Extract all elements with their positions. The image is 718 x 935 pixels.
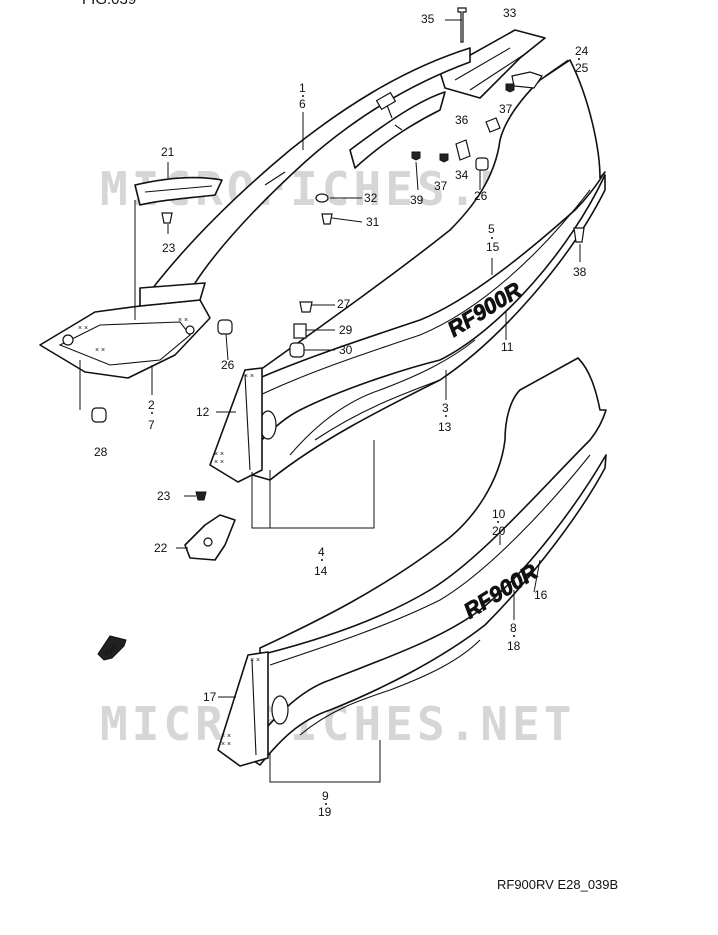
callout-28: 28 bbox=[94, 445, 108, 459]
svg-text:× ×: × × bbox=[95, 347, 105, 354]
callout-12: 12 bbox=[196, 405, 210, 419]
pair-dots bbox=[151, 58, 580, 805]
callout-5: 5 bbox=[488, 222, 495, 236]
diagram-code: RF900RV E28_039B bbox=[497, 877, 618, 892]
callout-1: 1 bbox=[299, 81, 306, 95]
callout-13: 13 bbox=[438, 420, 452, 434]
hardware-parts bbox=[91, 7, 585, 501]
callout-33: 33 bbox=[503, 6, 517, 20]
bracket-part-22 bbox=[184, 514, 236, 561]
svg-text:× ×: × × bbox=[214, 459, 224, 466]
callout-26b: 26 bbox=[221, 358, 235, 372]
callout-2: 2 bbox=[148, 398, 155, 412]
callout-37b: 37 bbox=[434, 179, 448, 193]
callout-20: 20 bbox=[492, 524, 506, 538]
svg-text:× ×: × × bbox=[78, 325, 88, 332]
callout-23a: 23 bbox=[162, 241, 176, 255]
svg-text:× ×: × × bbox=[221, 741, 231, 748]
callout-27: 27 bbox=[337, 297, 351, 311]
callout-21: 21 bbox=[161, 145, 175, 159]
callout-11: 11 bbox=[501, 340, 514, 354]
callout-36: 36 bbox=[455, 113, 469, 127]
leader-lines bbox=[79, 19, 581, 783]
callout-23b: 23 bbox=[157, 489, 171, 503]
figure-header: FIG.039 bbox=[82, 0, 136, 8]
frame-cover-part-1-6 bbox=[139, 47, 471, 306]
callout-37a: 37 bbox=[499, 102, 513, 116]
callout-8: 8 bbox=[510, 621, 517, 635]
callout-34: 34 bbox=[455, 168, 469, 182]
callout-15: 15 bbox=[486, 240, 500, 254]
callout-14: 14 bbox=[314, 564, 328, 578]
tail-cowl-top-part-33 bbox=[439, 29, 546, 99]
svg-text:× ×: × × bbox=[214, 451, 224, 458]
callout-7: 7 bbox=[148, 418, 155, 432]
callout-39: 39 bbox=[410, 193, 424, 207]
small-cover-part-21 bbox=[134, 176, 223, 206]
callout-22: 22 bbox=[154, 541, 168, 555]
callout-31: 31 bbox=[366, 215, 380, 229]
callout-38: 38 bbox=[573, 265, 587, 279]
svg-text:× ×: × × bbox=[221, 733, 231, 740]
callout-25: 25 bbox=[575, 61, 589, 75]
callout-32: 32 bbox=[364, 191, 378, 205]
svg-text:× ×: × × bbox=[178, 317, 188, 324]
svg-text:× ×: × × bbox=[250, 657, 260, 664]
svg-text:× ×: × × bbox=[244, 373, 254, 380]
callout-10: 10 bbox=[492, 507, 506, 521]
callout-35: 35 bbox=[421, 12, 435, 26]
callout-26a: 26 bbox=[474, 189, 488, 203]
callout-19: 19 bbox=[318, 805, 332, 819]
callout-24: 24 bbox=[575, 44, 589, 58]
callout-30: 30 bbox=[339, 343, 353, 357]
tail-tray-part-2-7: × × × × × × bbox=[39, 282, 211, 379]
fwd-arrow-icon: FWD bbox=[97, 635, 127, 661]
callouts: 35 33 24 25 1 6 37 36 21 37 34 26 39 32 … bbox=[94, 6, 589, 819]
front-panel-part-17: × × × × × × bbox=[217, 651, 269, 767]
callout-17: 17 bbox=[203, 690, 217, 704]
callout-6: 6 bbox=[299, 97, 306, 111]
front-panel-part-12: × × × × × × bbox=[209, 367, 263, 483]
callout-4: 4 bbox=[318, 545, 325, 559]
callout-9: 9 bbox=[322, 789, 329, 803]
callout-29: 29 bbox=[339, 323, 353, 337]
callout-18: 18 bbox=[507, 639, 521, 653]
decal-lower: RF900R bbox=[459, 559, 542, 624]
callout-16: 16 bbox=[534, 588, 548, 602]
callout-3: 3 bbox=[442, 401, 449, 415]
